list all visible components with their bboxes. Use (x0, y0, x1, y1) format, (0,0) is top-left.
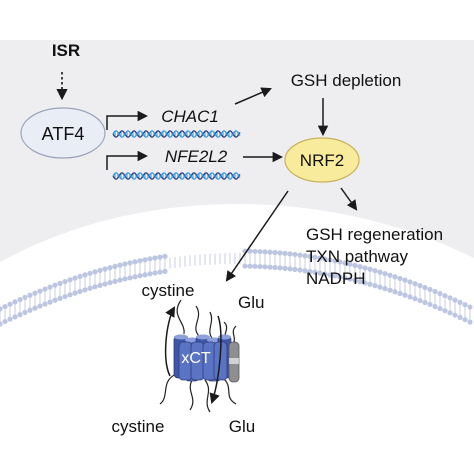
glu-extracellular-label: Glu (229, 417, 255, 436)
cystine-extracellular-label: cystine (112, 417, 165, 436)
txn-pathway-label: TXN pathway (306, 247, 409, 266)
chac1-gene-label: CHAC1 (161, 107, 219, 126)
cystine-intracellular-label: cystine (142, 281, 195, 300)
xct-label: xCT (181, 350, 211, 367)
glu-intracellular-label: Glu (238, 293, 264, 312)
atf4-to-chac1-arrow (106, 110, 149, 130)
nrf2-label: NRF2 (300, 151, 344, 170)
isr-label: ISR (52, 41, 80, 60)
nrf2-to-outputs-arrow (340, 187, 358, 211)
gsh-depletion-label: GSH depletion (291, 71, 402, 90)
dna-icon (112, 130, 241, 138)
nfe2l2-gene-label: NFE2L2 (165, 147, 228, 166)
gsh-regeneration-label: GSH regeneration (306, 225, 443, 244)
nrf2-node (284, 137, 360, 183)
nadph-label: NADPH (306, 269, 366, 288)
xct-transporter-icon (159, 299, 240, 413)
atf4-to-nfe2l2-arrow (106, 150, 149, 170)
dna-icon (112, 172, 241, 180)
membrane-icon (0, 248, 473, 327)
nrf2-to-xct-arrow (225, 190, 289, 282)
chac1-to-gsh-depletion-arrow (234, 87, 272, 105)
atf4-node (20, 107, 106, 159)
atf4-label: ATF4 (42, 124, 85, 144)
